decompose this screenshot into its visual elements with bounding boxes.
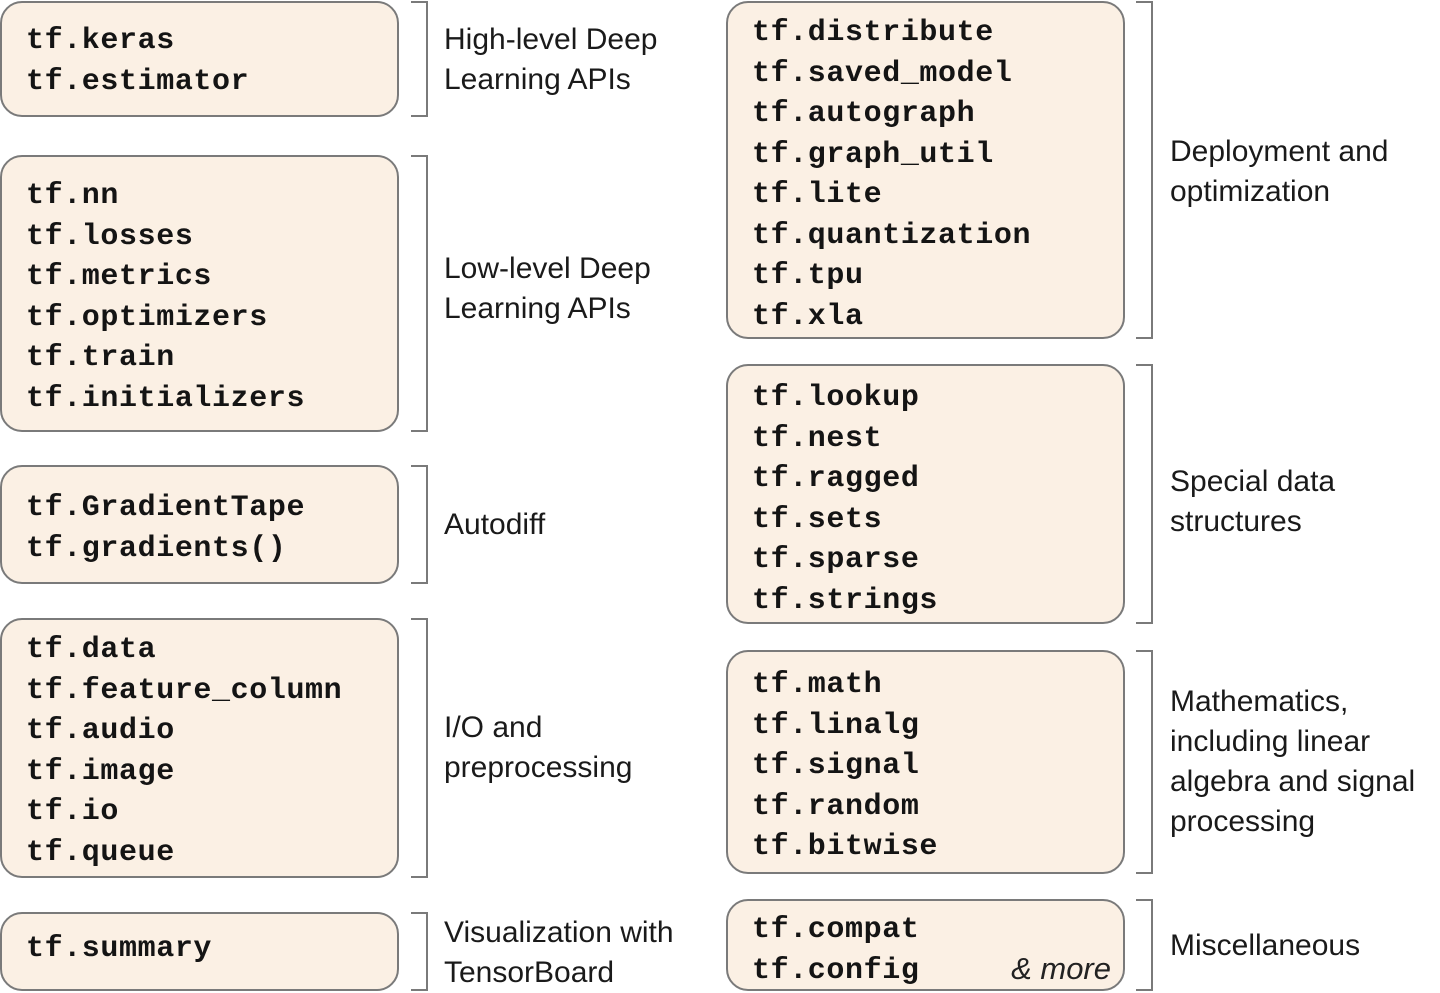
module-item: tf.summary — [26, 932, 213, 966]
module-item: tf.optimizers — [26, 300, 268, 335]
group-box-high-level: tf.keras tf.estimator — [0, 1, 399, 117]
module-item: tf.feature_column — [26, 673, 343, 708]
group-box-low-level: tf.nn tf.losses tf.metrics tf.optimizers… — [0, 155, 399, 432]
module-item: tf.distribute — [752, 16, 994, 50]
module-item: tf.GradientTape — [26, 491, 306, 525]
group-box-miscellaneous: tf.compat tf.config & more — [726, 899, 1125, 991]
module-item: tf.bitwise — [752, 830, 939, 864]
module-item: tf.train — [26, 341, 175, 375]
group-box-autodiff: tf.GradientTape tf.gradients() — [0, 465, 399, 584]
and-more-label: & more — [1011, 951, 1111, 986]
module-item: tf.autograph — [752, 97, 976, 131]
module-item: tf.gradients() — [26, 531, 287, 566]
module-item: tf.queue — [26, 835, 175, 870]
module-item: tf.nn — [26, 179, 120, 213]
bracket — [1136, 650, 1156, 874]
module-item: tf.keras — [26, 24, 175, 58]
bracket — [411, 465, 431, 584]
bracket — [411, 912, 431, 991]
module-item: tf.math — [752, 668, 883, 702]
module-item: tf.tpu — [752, 259, 864, 293]
module-item: tf.initializers — [26, 381, 306, 416]
module-item: tf.ragged — [752, 462, 920, 496]
module-item: tf.sparse — [752, 543, 920, 577]
module-item: tf.sets — [752, 502, 883, 537]
group-label-autodiff: Autodiff — [444, 508, 546, 541]
module-item: tf.data — [26, 633, 157, 667]
group-box-special-data: tf.lookup tf.nest tf.ragged tf.sets tf.s… — [726, 364, 1125, 624]
module-item: tf.metrics — [26, 260, 213, 294]
bracket — [411, 1, 431, 117]
module-item: tf.graph_util — [752, 137, 994, 172]
module-item: tf.lookup — [752, 381, 920, 415]
module-item: tf.compat — [752, 913, 920, 947]
bracket — [1136, 1, 1156, 339]
module-item: tf.io — [26, 795, 120, 829]
bracket — [411, 618, 431, 878]
bracket — [1136, 899, 1156, 991]
module-item: tf.strings — [752, 583, 939, 618]
group-box-mathematics: tf.math tf.linalg tf.signal tf.random tf… — [726, 650, 1125, 874]
module-item: tf.audio — [26, 714, 175, 748]
module-item: tf.quantization — [752, 218, 1032, 253]
module-item: tf.lite — [752, 178, 883, 212]
module-item: tf.image — [26, 754, 175, 789]
bracket — [1136, 364, 1156, 624]
module-item: tf.random — [752, 789, 920, 824]
bracket — [411, 155, 431, 432]
group-box-visualization: tf.summary — [0, 912, 399, 991]
module-item: tf.xla — [752, 299, 864, 334]
module-item: tf.saved_model — [752, 56, 1013, 91]
module-item: tf.nest — [752, 421, 883, 456]
module-item: tf.losses — [26, 219, 194, 254]
group-box-deployment: tf.distribute tf.saved_model tf.autograp… — [726, 1, 1125, 339]
module-item: tf.estimator — [26, 64, 250, 99]
module-item: tf.linalg — [752, 708, 920, 743]
group-label-miscellaneous: Miscellaneous — [1170, 929, 1361, 962]
group-box-io: tf.data tf.feature_column tf.audio tf.im… — [0, 618, 399, 878]
module-item: tf.config — [752, 953, 920, 988]
module-item: tf.signal — [752, 749, 920, 783]
